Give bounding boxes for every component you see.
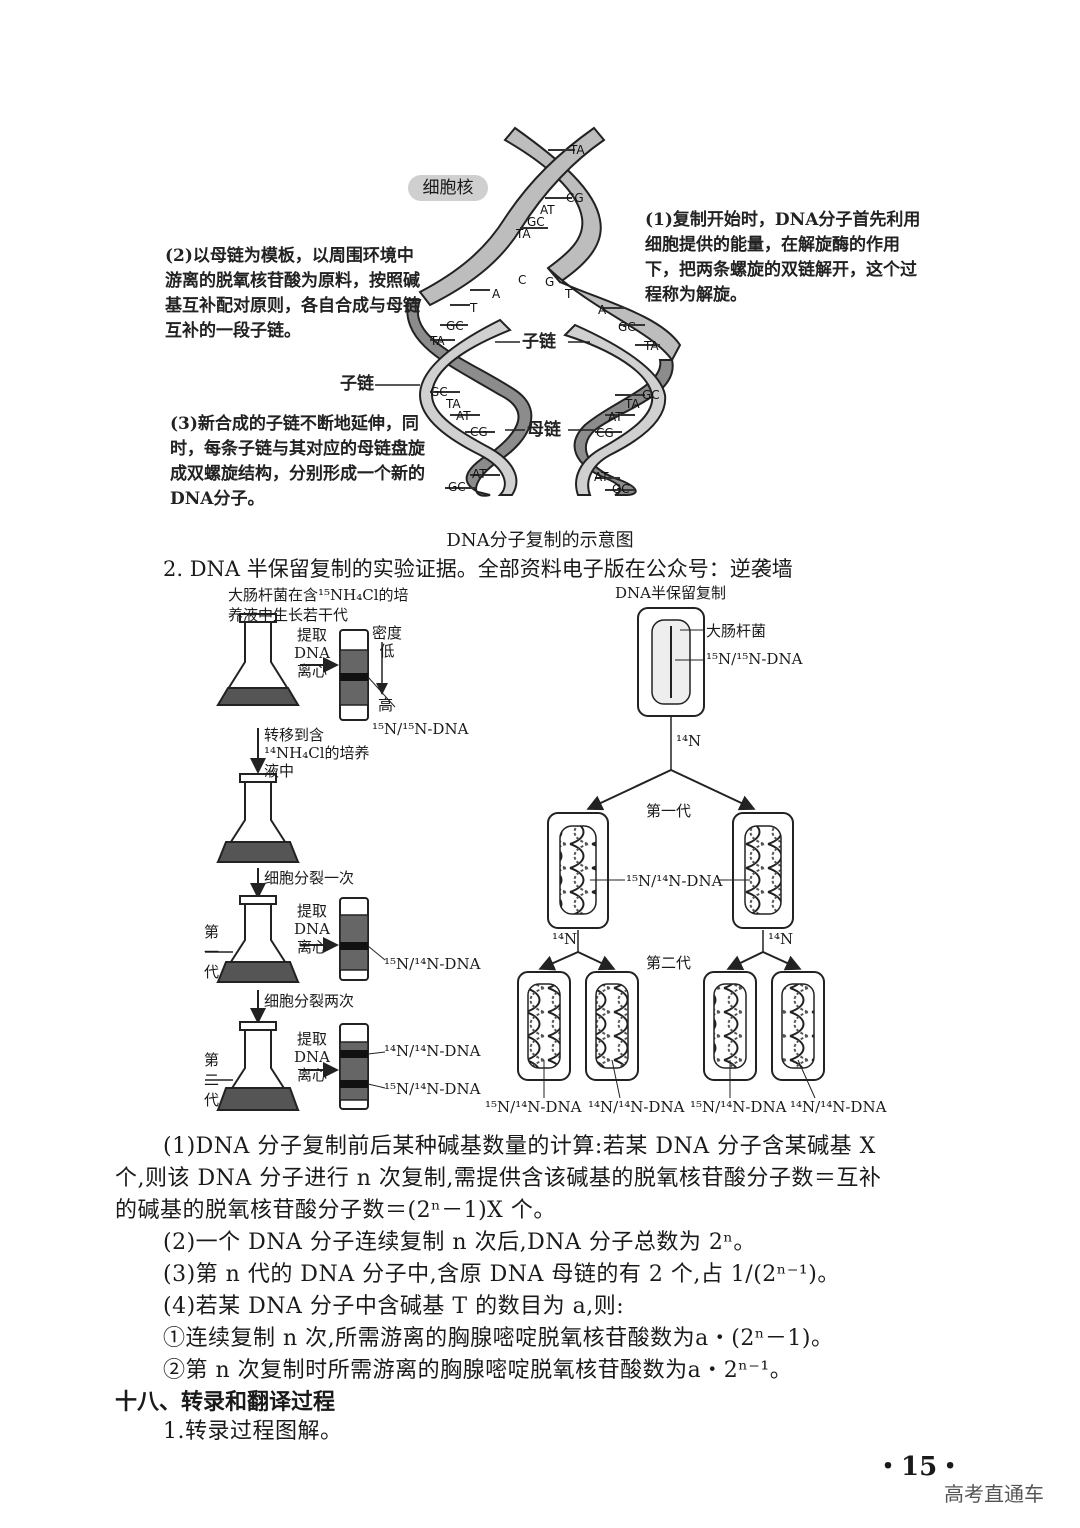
base-label: T bbox=[469, 301, 478, 315]
daughter-strand-label: 子链 bbox=[522, 332, 556, 352]
base-label: A bbox=[598, 303, 607, 317]
setup-label: 大肠杆菌在含¹⁵NH₄Cl的培养液中生长若干代 bbox=[228, 586, 409, 624]
base-label: TA bbox=[643, 339, 659, 353]
extract-label: 提取 bbox=[296, 626, 327, 644]
n14-label-left: ¹⁴N bbox=[552, 930, 578, 948]
base-label: G bbox=[545, 275, 554, 289]
nucleus-label: 细胞核 bbox=[408, 175, 488, 201]
centrifuge-label: 离心 bbox=[296, 938, 327, 956]
page-number: ・15・ bbox=[875, 1452, 964, 1482]
density-label: 密度 低 bbox=[372, 624, 402, 660]
extract-label: 提取 bbox=[296, 1030, 327, 1048]
base-label: A bbox=[492, 287, 501, 301]
base-label: AT bbox=[608, 410, 623, 424]
paragraph-4: (4)若某 DNA 分子中含碱基 T 的数目为 a,则: bbox=[163, 1294, 625, 1319]
base-label: GC bbox=[612, 482, 630, 496]
dna-label: DNA bbox=[294, 644, 330, 662]
density-experiment-figure: 大肠杆菌在含¹⁵NH₄Cl的培养液中生长若干代 提取 DNA 离心 密度 低 高… bbox=[0, 580, 520, 1120]
paragraph-1-line-3: 的碱基的脱氧核苷酸分子数＝(2ⁿ－1)X 个。 bbox=[115, 1198, 556, 1223]
daughter-strand-label-left: 子链 bbox=[340, 374, 374, 394]
base-label: TA bbox=[569, 143, 585, 157]
replication-figure: TA CG AT GC TA C G A T T A GC GC TA TA G… bbox=[0, 0, 1080, 560]
base-label: CG bbox=[470, 425, 488, 439]
paragraph-1-line-2: 个,则该 DNA 分子进行 n 次复制,需提供含该碱基的脱氧核苷酸分子数＝互补 bbox=[115, 1166, 882, 1191]
divide-twice-label: 细胞分裂两次 bbox=[264, 992, 355, 1010]
base-label: AT bbox=[594, 470, 609, 484]
base-label: CG bbox=[596, 426, 614, 440]
paragraph-2: (2)一个 DNA 分子连续复制 n 次后,DNA 分子总数为 2ⁿ。 bbox=[163, 1230, 756, 1255]
gen2-dna-label-2: ¹⁴N/¹⁴N-DNA bbox=[588, 1098, 685, 1116]
gen1-label: 第一代 bbox=[204, 923, 220, 981]
section-18-heading: 十八、转录和翻译过程 bbox=[115, 1390, 336, 1415]
n14-label: ¹⁴N bbox=[676, 732, 702, 750]
base-label: CG bbox=[566, 191, 584, 205]
section-18-item-1: 1.转录过程图解。 bbox=[163, 1419, 343, 1444]
parent-strand-label: 母链 bbox=[527, 420, 561, 440]
parent-dna-label: ¹⁵N/¹⁵N-DNA bbox=[706, 650, 803, 668]
base-label: GC bbox=[642, 388, 660, 402]
semiconservative-diagram bbox=[517, 607, 825, 1099]
base-label: C bbox=[518, 273, 526, 287]
band-label-15-14: ¹⁵N/¹⁴N-DNA bbox=[384, 955, 481, 973]
paragraph-6: ②第 n 次复制时所需游离的胸腺嘧啶脱氧核苷酸数为a・2ⁿ⁻¹。 bbox=[163, 1358, 793, 1383]
centrifuge-step-1: 提取 DNA 离心 bbox=[294, 626, 330, 680]
gen2-dna-label-1: ¹⁵N/¹⁴N-DNA bbox=[485, 1098, 582, 1116]
paragraph-3: (3)第 n 代的 DNA 分子中,含原 DNA 母链的有 2 个,占 1/(2… bbox=[163, 1262, 840, 1287]
centrifuge-label: 离心 bbox=[296, 1066, 327, 1084]
base-label: GC bbox=[618, 320, 636, 334]
base-label: T bbox=[564, 287, 573, 301]
gen2-label: 第二代 bbox=[204, 1051, 220, 1109]
extract-label: 提取 bbox=[296, 902, 327, 920]
base-label: GC bbox=[446, 319, 464, 333]
note-synthesis: (2)以母链为模板，以周围环境中游离的脱氧核苷酸为原料，按照碱基互补配对原则，各… bbox=[165, 246, 420, 341]
watermark: 高考直通车 bbox=[944, 1482, 1044, 1506]
base-label: TA bbox=[515, 227, 531, 241]
semi-title: DNA半保留复制 bbox=[615, 584, 726, 602]
base-label: AT bbox=[456, 409, 471, 423]
base-label: GC bbox=[527, 215, 545, 229]
paragraph-5: ①连续复制 n 次,所需游离的胸腺嘧啶脱氧核苷酸数为a・(2ⁿ－1)。 bbox=[163, 1326, 834, 1351]
centrifuge-label: 离心 bbox=[296, 662, 327, 680]
gen1-dna-label: ¹⁵N/¹⁴N-DNA bbox=[626, 872, 723, 890]
base-label: AT bbox=[540, 203, 555, 217]
gen2-dna-label-4: ¹⁴N/¹⁴N-DNA bbox=[790, 1098, 887, 1116]
density-experiment-diagram bbox=[205, 613, 396, 1111]
density-text: 密度 bbox=[372, 624, 403, 642]
dna-label: DNA bbox=[294, 1048, 330, 1066]
density-high: 高 bbox=[378, 696, 394, 714]
centrifuge-step-3: 提取 DNA 离心 bbox=[294, 1030, 330, 1084]
section-heading-2: 2. DNA 半保留复制的实验证据。全部资料电子版在公众号：逆袭墙 bbox=[163, 557, 793, 581]
dna-label: DNA bbox=[294, 920, 330, 938]
base-label: TA bbox=[429, 334, 445, 348]
semiconservative-figure: DNA半保留复制 大肠杆菌 ¹⁵N/¹⁵N-DNA ¹⁴N 第一代 ¹⁵N/¹⁴… bbox=[480, 580, 900, 1120]
base-label: AT bbox=[472, 467, 487, 481]
base-label: GC bbox=[430, 385, 448, 399]
band-label-15-15: ¹⁵N/¹⁵N-DNA bbox=[372, 720, 469, 738]
band-label-15-14-lower: ¹⁵N/¹⁴N-DNA bbox=[384, 1080, 481, 1098]
base-label: TA bbox=[624, 397, 640, 411]
note-rewinding: (3)新合成的子链不断地延伸，同时，每条子链与其对应的母链盘旋成双螺旋结构，分别… bbox=[170, 414, 425, 509]
density-low: 低 bbox=[379, 642, 395, 660]
figure1-caption: DNA分子复制的示意图 bbox=[446, 530, 634, 551]
centrifuge-step-2: 提取 DNA 离心 bbox=[294, 902, 330, 956]
n14-label-right: ¹⁴N bbox=[768, 930, 794, 948]
transfer-label: 转移到含¹⁴NH₄Cl的培养液中 bbox=[264, 726, 370, 780]
band-label-14-14: ¹⁴N/¹⁴N-DNA bbox=[384, 1042, 481, 1060]
note-unwinding: (1)复制开始时，DNA分子首先利用细胞提供的能量，在解旋酶的作用下，把两条螺旋… bbox=[645, 210, 921, 305]
gen2-dna-label-3: ¹⁵N/¹⁴N-DNA bbox=[690, 1098, 787, 1116]
paragraph-1-line-1: (1)DNA 分子复制前后某种碱基数量的计算:若某 DNA 分子含某碱基 X bbox=[163, 1134, 876, 1159]
base-label: TA bbox=[445, 397, 461, 411]
replication-diagram: TA CG AT GC TA C G A T T A GC GC TA TA G… bbox=[375, 126, 682, 497]
base-label: GC bbox=[448, 480, 466, 494]
ecoli-label: 大肠杆菌 bbox=[706, 622, 767, 640]
gen1-label: 第一代 bbox=[646, 802, 692, 820]
gen2-label: 第二代 bbox=[646, 954, 692, 972]
divide-once-label: 细胞分裂一次 bbox=[264, 869, 355, 887]
